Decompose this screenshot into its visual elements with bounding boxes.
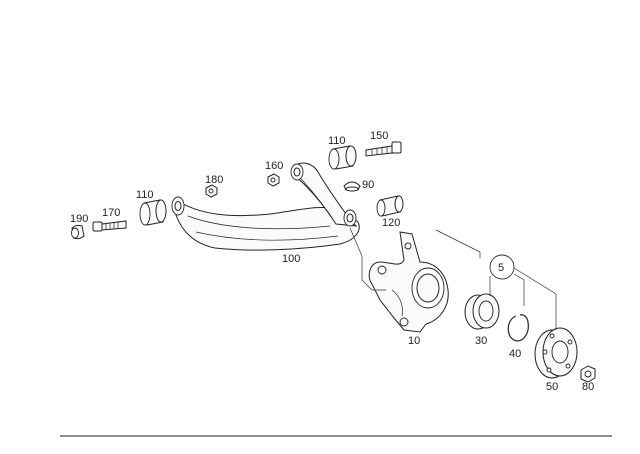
part-30-bearing[interactable] — [464, 293, 500, 330]
callout-10: 10 — [408, 335, 420, 347]
part-100-control-arm[interactable] — [171, 162, 360, 251]
callout-50: 50 — [546, 381, 558, 393]
callout-160: 160 — [265, 160, 283, 172]
callout-40: 40 — [509, 348, 521, 360]
part-120-bushing[interactable] — [376, 195, 404, 217]
part-40-circlip[interactable] — [507, 314, 529, 342]
callout-100: 100 — [282, 253, 300, 265]
part-160-nut[interactable] — [267, 173, 280, 187]
callout-5: 5 — [498, 262, 504, 274]
callout-190: 190 — [70, 213, 88, 225]
part-110-bushing-right[interactable] — [328, 145, 357, 170]
callout-120: 120 — [382, 217, 400, 229]
callout-150: 150 — [370, 130, 388, 142]
callout-80: 80 — [582, 381, 594, 393]
part-180-nut[interactable] — [205, 184, 218, 198]
callout-110-left: 110 — [136, 189, 154, 201]
callout-90: 90 — [362, 179, 374, 191]
part-10-knuckle[interactable] — [368, 231, 449, 333]
callout-110-right: 110 — [328, 135, 346, 147]
part-110-bushing-left[interactable] — [139, 199, 167, 226]
callout-30: 30 — [475, 335, 487, 347]
callout-labels: 190 170 110 180 160 110 150 90 120 100 1… — [70, 130, 594, 393]
part-80-nut[interactable] — [580, 365, 596, 383]
part-150-bolt[interactable] — [365, 141, 402, 157]
callout-5-circle: 5 — [489, 254, 515, 280]
part-170-bolt[interactable] — [92, 220, 127, 232]
callout-170: 170 — [102, 207, 120, 219]
callout-180: 180 — [205, 174, 223, 186]
part-190-cap[interactable] — [71, 224, 85, 240]
part-50-hub[interactable] — [534, 327, 578, 379]
part-90-stop[interactable] — [343, 181, 361, 192]
